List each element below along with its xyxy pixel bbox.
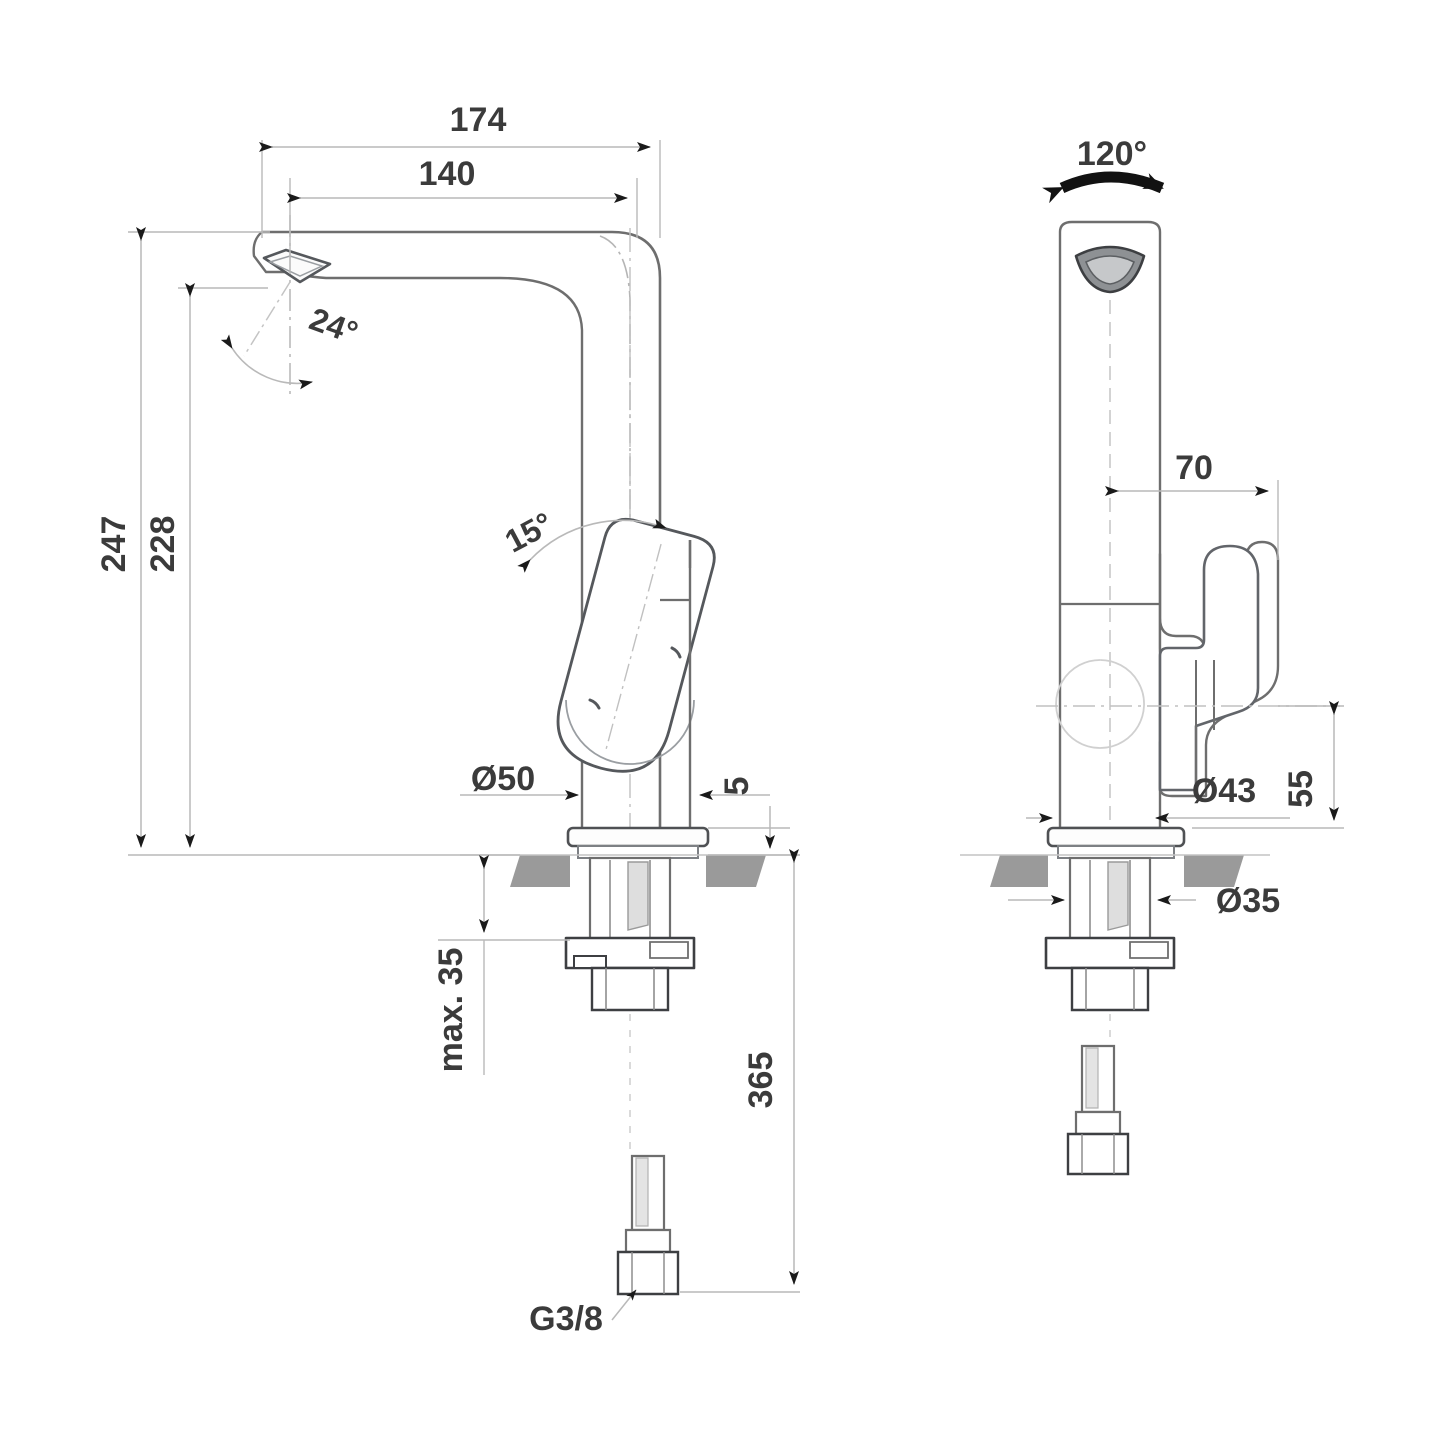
dim-label-50: Ø50 bbox=[471, 760, 535, 798]
leader-line-g38 bbox=[611, 1289, 637, 1321]
dim-label-5: 5 bbox=[718, 777, 756, 796]
dim-label-174: 174 bbox=[450, 101, 507, 139]
worktop-slab-right bbox=[706, 855, 766, 887]
dim-label-365: 365 bbox=[742, 1052, 780, 1109]
mounting-bracket-slot bbox=[649, 941, 689, 959]
dim-label-43: Ø43 bbox=[1192, 772, 1256, 810]
angle-24-arc bbox=[220, 334, 313, 390]
side-view-dimensions: 70 55 Ø43 Ø35 bbox=[1008, 449, 1344, 920]
dim-label-35: Ø35 bbox=[1216, 882, 1280, 920]
front-view-geometry bbox=[252, 215, 800, 1296]
lever-seat-arc bbox=[565, 699, 695, 765]
spout-elbow-construction-line bbox=[599, 235, 631, 560]
side-shank-thread-shading bbox=[1107, 861, 1129, 931]
dim-label-15: 15° bbox=[499, 505, 559, 560]
supply-hose-connector bbox=[616, 1154, 680, 1296]
side-aerator-inner bbox=[1084, 255, 1136, 285]
side-view-geometry: 120° bbox=[960, 135, 1340, 1176]
side-lever-body bbox=[1158, 544, 1260, 792]
side-bracket-slot bbox=[1129, 941, 1169, 959]
dim-label-max35: max. 35 bbox=[432, 948, 470, 1073]
angle-15-arc bbox=[517, 518, 667, 573]
front-view-dimensions: 174 140 247 228 24° 15° Ø50 5 bbox=[95, 101, 800, 1338]
base-flange bbox=[566, 826, 710, 848]
aerator-outlet-face bbox=[262, 248, 332, 284]
base-flange-shadow bbox=[577, 845, 699, 859]
mounting-nut bbox=[590, 966, 670, 1012]
side-supply-hose-connector bbox=[1066, 1044, 1130, 1176]
side-worktop-slab-left bbox=[990, 855, 1048, 887]
lever-handle bbox=[556, 517, 716, 773]
dim-label-24: 24° bbox=[305, 300, 363, 350]
dim-label-g38: G3/8 bbox=[529, 1300, 603, 1338]
dim-label-55: 55 bbox=[1282, 770, 1320, 808]
dim-label-140: 140 bbox=[419, 155, 476, 193]
side-base-flange bbox=[1046, 826, 1186, 848]
side-mounting-nut bbox=[1070, 966, 1150, 1012]
spout-nose-outline bbox=[252, 231, 292, 274]
side-worktop-slab-right bbox=[1184, 855, 1244, 887]
dim-label-228: 228 bbox=[144, 516, 182, 573]
spout-outer-outline bbox=[260, 230, 662, 830]
worktop-slab-left bbox=[510, 855, 570, 887]
lever-shoulder-tick-left bbox=[588, 698, 601, 710]
side-base-flange-shadow bbox=[1057, 845, 1175, 859]
dim-label-247: 247 bbox=[95, 516, 133, 573]
side-lever-hub bbox=[1055, 659, 1145, 749]
spout-inner-outline bbox=[290, 270, 584, 830]
angle-24-ref-line bbox=[243, 281, 291, 357]
dim-label-70: 70 bbox=[1175, 449, 1213, 487]
swivel-arc-120 bbox=[1042, 171, 1165, 204]
shank-thread-shading bbox=[627, 861, 649, 931]
mounting-bracket-notch bbox=[573, 955, 607, 969]
dim-label-120: 120° bbox=[1077, 135, 1147, 173]
lever-shoulder-tick-right bbox=[670, 646, 682, 659]
